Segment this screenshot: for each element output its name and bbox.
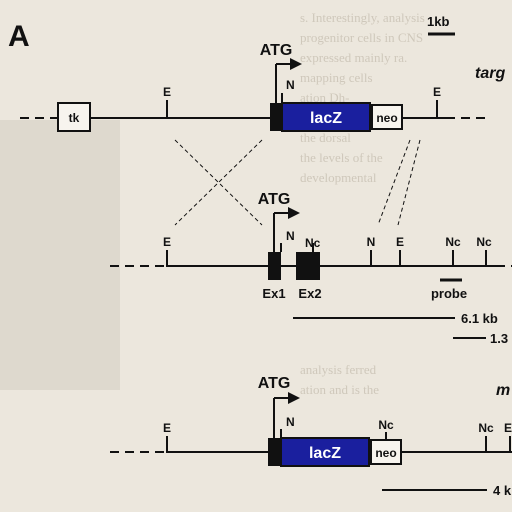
site-label-e: E: [396, 235, 404, 249]
atg-label: ATG: [258, 191, 291, 208]
site-label-nc: Nc: [478, 421, 494, 435]
panel-label: A: [8, 20, 30, 53]
exon2: [296, 252, 320, 280]
neo-label: neo: [376, 111, 397, 125]
atg-arrow-head: [288, 207, 300, 219]
site-label-nc: Nc: [378, 418, 394, 432]
background-photo-shadow: [0, 120, 120, 390]
fragment-label: 6.1 kb: [461, 311, 498, 326]
lacz-label: lacZ: [310, 110, 342, 127]
lacz-cassette: [281, 102, 371, 132]
e-site-label: E: [433, 85, 441, 99]
site-label-nc: Nc: [305, 236, 321, 250]
crossover-line: [397, 139, 421, 226]
recombination-lines: [174, 139, 421, 226]
site-label-e: E: [504, 421, 512, 435]
atg-arrow-head: [288, 392, 300, 404]
wildtype-locus: Ex1 Ex2 ATG E N Nc N E Nc Nc probe 6.1 k…: [110, 191, 512, 346]
exon1-block: [268, 438, 281, 466]
site-label-e: E: [163, 235, 171, 249]
probe-label: probe: [431, 286, 467, 301]
n-site-label: N: [286, 78, 295, 92]
atg-arrow-head: [290, 58, 302, 70]
exon2-label: Ex2: [298, 286, 321, 301]
neo-label: neo: [375, 446, 396, 460]
atg-label: ATG: [260, 42, 293, 59]
exon1-label: Ex1: [262, 286, 285, 301]
atg-label: ATG: [258, 375, 291, 392]
site-label-n: N: [286, 415, 295, 429]
tk-label: tk: [69, 111, 80, 125]
targeting-vector: targ tk E E lacZ neo ATG N: [20, 42, 505, 132]
neo-cassette: [371, 104, 403, 130]
fragment-label: 1.3: [490, 331, 508, 346]
site-label-nc: Nc: [445, 235, 461, 249]
exon1: [268, 252, 281, 280]
site-label-n: N: [367, 235, 376, 249]
mutant-title: m: [496, 382, 510, 399]
lacz-cassette: [280, 437, 370, 467]
exon1-block: [270, 103, 282, 131]
site-label-n: N: [286, 229, 295, 243]
crossover-line: [174, 139, 263, 226]
mutant-locus: m lacZ neo ATG E N Nc Nc E 4 k: [110, 375, 512, 498]
site-label-e: E: [163, 421, 171, 435]
lacz-label: lacZ: [309, 445, 341, 462]
fragment-label: 4 k: [493, 483, 512, 498]
scale-label: 1kb: [427, 14, 449, 29]
targeting-title: targ: [475, 65, 505, 82]
crossover-line: [377, 139, 411, 226]
tk-cassette: [57, 102, 91, 132]
e-site-label: E: [163, 85, 171, 99]
crossover-line: [174, 139, 263, 226]
site-label-nc: Nc: [476, 235, 492, 249]
